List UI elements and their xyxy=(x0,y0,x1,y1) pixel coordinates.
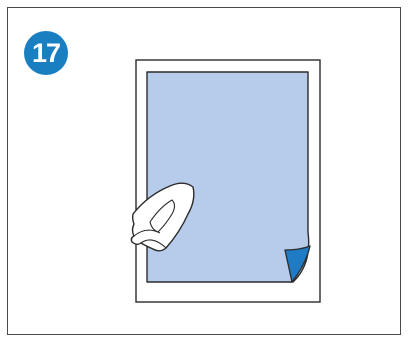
blue-sheet xyxy=(147,72,309,282)
